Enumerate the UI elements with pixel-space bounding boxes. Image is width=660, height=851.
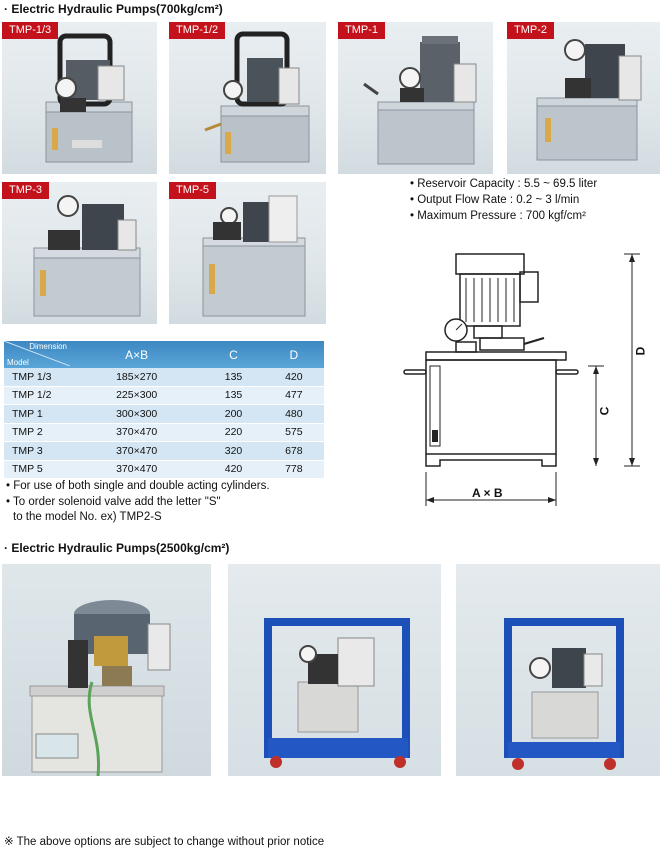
- corner-diagonal: [4, 341, 70, 366]
- dimension-drawing: [403, 253, 640, 506]
- table-row: TMP 5 370×470 420 778: [4, 460, 324, 479]
- model-cell: TMP 2: [4, 423, 70, 442]
- pump-photo-tmp-5: TMP-5: [169, 182, 326, 324]
- c-cell: 420: [203, 460, 264, 479]
- d-cell: 678: [263, 441, 324, 461]
- table-header-row: Dimension Model A×B C D: [4, 341, 324, 368]
- axb-cell: 370×470: [70, 460, 204, 479]
- pump-photo-tmp-2: TMP-2: [507, 22, 660, 174]
- axb-cell: 370×470: [70, 423, 204, 442]
- d-cell: 480: [263, 404, 324, 424]
- footnote: ※ The above options are subject to chang…: [4, 836, 325, 848]
- pump-photo-tmp-1-3: TMP-1/3: [2, 22, 157, 174]
- model-tag: TMP-1/2: [169, 22, 226, 39]
- note-cylinders: • For use of both single and double acti…: [6, 480, 270, 492]
- model-tag: TMP-5: [169, 182, 216, 199]
- c-cell: 135: [203, 386, 264, 405]
- model-tag: TMP-3: [2, 182, 49, 199]
- column-header-c: C: [203, 341, 264, 368]
- table-row: TMP 1/3 185×270 135 420: [4, 368, 324, 387]
- axb-cell: 370×470: [70, 441, 204, 461]
- pump-photo-tmp-1: TMP-1: [338, 22, 493, 174]
- axb-cell: 225×300: [70, 386, 204, 405]
- pump-illustration: [29, 600, 171, 776]
- pump-photo-2500-a: [2, 564, 211, 776]
- c-cell: 200: [203, 404, 264, 424]
- pump-illustration: [204, 31, 310, 163]
- model-cell: TMP 1/2: [4, 386, 70, 405]
- pump-illustration: [536, 39, 642, 161]
- pump-illustration: [33, 195, 141, 317]
- dimension-table: Dimension Model A×B C D TMP 1/3 185×270 …: [4, 341, 324, 479]
- d-cell: 778: [263, 460, 324, 479]
- c-cell: 135: [203, 368, 264, 387]
- section-title-2500: · Electric Hydraulic Pumps(2500kg/cm²): [4, 541, 230, 555]
- dimension-label-c: C: [597, 406, 612, 416]
- d-cell: 420: [263, 368, 324, 387]
- column-header-axb: A×B: [70, 341, 204, 368]
- pump-illustration: [202, 195, 306, 317]
- corner-label-model: Model: [7, 358, 29, 367]
- axb-cell: 300×300: [70, 404, 204, 424]
- model-cell: TMP 1: [4, 404, 70, 424]
- table-row: TMP 2 370×470 220 575: [4, 423, 324, 442]
- note-example: to the model No. ex) TMP2-S: [13, 511, 162, 523]
- pump-illustration: [363, 36, 477, 165]
- spec-reservoir: • Reservoir Capacity : 5.5 ~ 69.5 liter: [410, 178, 598, 190]
- pump-photo-2500-b: [228, 564, 441, 776]
- model-tag: TMP-1: [338, 22, 385, 39]
- model-cell: TMP 3: [4, 441, 70, 461]
- note-solenoid: • To order solenoid valve add the letter…: [6, 496, 221, 508]
- table-corner-cell: Dimension Model: [4, 341, 70, 368]
- spec-flow-rate: • Output Flow Rate : 0.2 ~ 3 l/min: [410, 194, 580, 206]
- pump-photo-tmp-3: TMP-3: [2, 182, 157, 324]
- pump-illustration: [45, 33, 133, 163]
- model-tag: TMP-1/3: [2, 22, 59, 39]
- table-row: TMP 1 300×300 200 480: [4, 404, 324, 424]
- c-cell: 220: [203, 423, 264, 442]
- model-cell: TMP 1/3: [4, 368, 70, 387]
- pump-photo-tmp-1-2: TMP-1/2: [169, 22, 326, 174]
- pump-photo-2500-c: [456, 564, 660, 776]
- axb-cell: 185×270: [70, 368, 204, 387]
- model-cell: TMP 5: [4, 460, 70, 479]
- dimension-label-d: D: [633, 346, 648, 356]
- model-tag: TMP-2: [507, 22, 554, 39]
- section-title-700: · Electric Hydraulic Pumps(700kg/cm²): [4, 2, 223, 16]
- d-cell: 477: [263, 386, 324, 405]
- d-cell: 575: [263, 423, 324, 442]
- spec-max-pressure: • Maximum Pressure : 700 kgf/cm²: [410, 210, 586, 222]
- column-header-d: D: [263, 341, 324, 368]
- pump-illustration: [504, 618, 624, 770]
- table-row: TMP 3 370×470 320 678: [4, 441, 324, 461]
- pump-illustration: [264, 618, 410, 768]
- corner-label-dimension: Dimension: [29, 342, 67, 351]
- dimension-label-axb: A × B: [472, 486, 503, 500]
- c-cell: 320: [203, 441, 264, 461]
- table-row: TMP 1/2 225×300 135 477: [4, 386, 324, 405]
